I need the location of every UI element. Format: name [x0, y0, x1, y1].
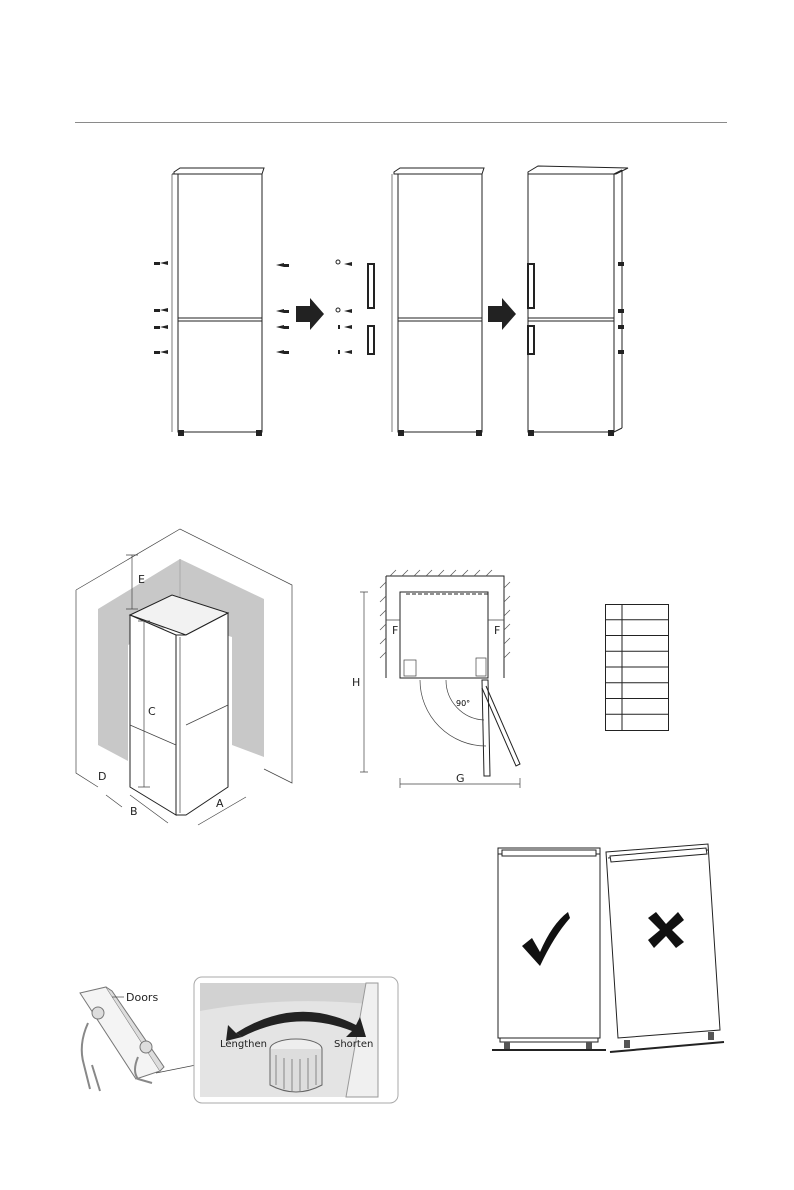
level-fridge-incorrect [606, 844, 724, 1052]
label-b: B [130, 805, 138, 818]
label-e: E [138, 573, 145, 586]
label-a: A [216, 797, 224, 810]
label-d: D [98, 770, 106, 783]
level-fridge-correct [492, 848, 606, 1050]
shorten-label: Shorten [334, 1039, 373, 1050]
tilting-fridge-illustration: Doors [80, 987, 196, 1091]
door-reversal-figure [150, 160, 640, 445]
doors-label: Doors [126, 991, 158, 1004]
angle-label: 90° [456, 699, 470, 708]
fridge-handles-removed [336, 168, 484, 436]
arrow-right-icon [296, 298, 324, 330]
fridge-before [154, 168, 289, 436]
arrow-right-icon [488, 298, 516, 330]
cross-mark-icon [648, 912, 684, 948]
label-f-left: F [392, 624, 398, 637]
fridge-after [528, 166, 628, 436]
label-f-right: F [494, 624, 500, 637]
lengthen-label: Lengthen [220, 1039, 267, 1050]
label-c: C [148, 705, 156, 718]
levelling-figure: Doors Lengthen Shorten [66, 975, 401, 1105]
label-h: H [352, 676, 360, 689]
check-mark-icon [522, 912, 570, 966]
door-swing-figure: H F F G 90° [350, 568, 530, 793]
clearance-figure: E C D B A [68, 525, 300, 830]
foot-zoom-panel: Lengthen Shorten [194, 977, 398, 1103]
dimension-table [605, 604, 669, 732]
label-g: G [456, 772, 465, 785]
level-check-figure [488, 840, 728, 1065]
header-rule [75, 122, 727, 123]
